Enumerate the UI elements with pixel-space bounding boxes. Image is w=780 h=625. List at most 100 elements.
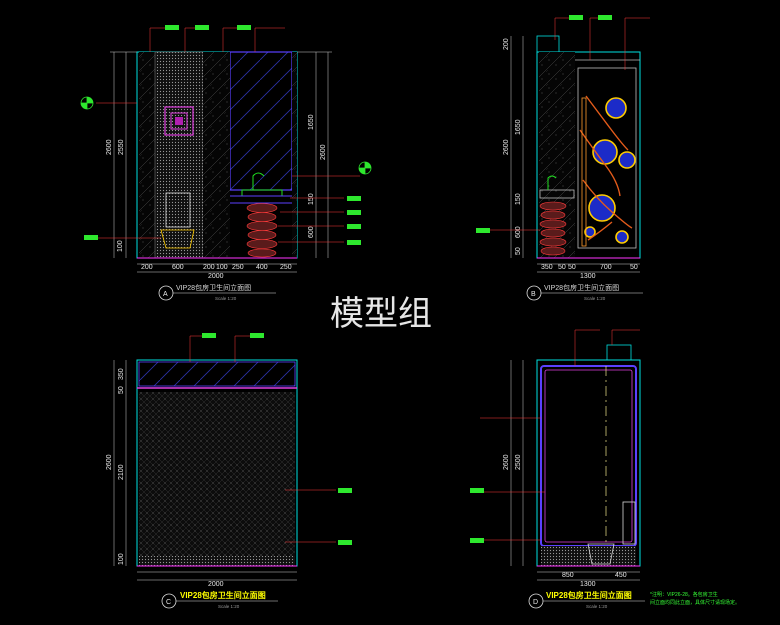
dim-a-b3: 100 <box>216 264 228 271</box>
dim-b-left-2: 1650 <box>515 119 522 135</box>
dim-b-left-5: 50 <box>515 247 522 255</box>
tag-a <box>347 196 361 201</box>
toilet <box>587 543 615 565</box>
tag-a <box>347 240 361 245</box>
dim-d-left-1: 2500 <box>515 454 522 470</box>
stone-panel-mid <box>203 52 225 258</box>
tag-b <box>598 15 612 20</box>
watermark: 模型组 <box>330 294 432 334</box>
dim-a-right-3: 2600 <box>320 144 327 160</box>
dim-b-b2: 50 <box>568 264 576 271</box>
tag-d <box>470 488 484 493</box>
dim-a-b5: 400 <box>256 264 268 271</box>
view-title-b: VIP28包房卫生间立面图 <box>544 283 619 292</box>
faucet <box>252 172 265 190</box>
skirting <box>541 546 636 566</box>
tag-c <box>338 540 352 545</box>
dim-a-b1: 600 <box>172 264 184 271</box>
door-panel <box>544 369 633 543</box>
view-title-a: VIP28包房卫生间立面图 <box>176 283 251 292</box>
tag-c <box>250 333 264 338</box>
dim-a-total: 2000 <box>208 273 224 280</box>
tag-a <box>84 235 98 240</box>
wall-outline <box>536 359 641 567</box>
pedestal-stack <box>246 203 278 258</box>
granite-wall <box>139 392 295 556</box>
dim-b-total: 1300 <box>580 273 596 280</box>
circle-mirrors <box>584 97 636 244</box>
dim-b-b4: 50 <box>630 264 638 271</box>
handle-bar <box>581 97 587 247</box>
dim-a-right-2: 600 <box>308 226 315 238</box>
callouts-b <box>478 17 650 231</box>
view-scale-c: Scale 1:20 <box>218 604 240 609</box>
toilet <box>160 229 195 249</box>
tag-a <box>195 25 209 30</box>
dim-b-left-4: 600 <box>515 226 522 238</box>
dim-a-left-1: 2550 <box>118 139 125 155</box>
stone-strip-right <box>292 52 297 258</box>
basin-side <box>539 189 575 199</box>
tag-a <box>165 25 179 30</box>
callouts-a <box>96 27 360 243</box>
general-note: *注明：VIP26-28。各包房卫生间立面均同此立面，具体尺寸请现场定。 <box>650 591 740 606</box>
dim-c-left-4: 100 <box>118 553 125 565</box>
callouts-d <box>480 329 640 541</box>
dim-c-left-1: 350 <box>118 368 125 380</box>
dim-b-b1: 50 <box>558 264 566 271</box>
view-scale-a: Scale 1:20 <box>215 296 237 301</box>
skirting <box>139 556 295 566</box>
dim-a-b6: 250 <box>280 264 292 271</box>
dim-a-right-0: 1650 <box>308 114 315 130</box>
dim-b-left-0: 200 <box>503 38 510 50</box>
mirror <box>229 51 293 191</box>
counter <box>230 195 292 204</box>
elevation-c: 2600 350 50 2100 100 2000 C VIP28包房卫生间立面… <box>106 333 352 609</box>
dimension-lines-a <box>110 51 332 273</box>
tag-b <box>569 15 583 20</box>
mirror-frame <box>577 67 637 249</box>
dim-a-b0: 200 <box>141 264 153 271</box>
view-letter-b: B <box>531 291 536 298</box>
dim-c-total: 2000 <box>208 581 224 588</box>
dim-c-left-2: 50 <box>118 386 125 394</box>
dim-a-small-0: 100 <box>117 240 124 252</box>
dim-b-b3: 700 <box>600 264 612 271</box>
tag-d <box>470 538 484 543</box>
view-scale-b: Scale 1:20 <box>584 296 606 301</box>
view-scale-d: Scale 1:20 <box>586 604 608 609</box>
dim-a-left-0: 2600 <box>106 139 113 155</box>
elevation-d: 2600 2500 850 450 1300 D VIP28包房卫生间立面图 S… <box>470 329 645 609</box>
view-letter-c: C <box>166 599 171 606</box>
elevation-b: 200 2600 1650 150 600 50 350 50 50 700 5… <box>476 15 650 301</box>
dim-b-left-3: 150 <box>515 193 522 205</box>
view-title-d: VIP28包房卫生间立面图 <box>546 590 632 600</box>
dimension-lines-c <box>113 360 297 581</box>
dim-c-left-0: 2600 <box>106 454 113 470</box>
dim-b-left-1: 2600 <box>503 139 510 155</box>
tag-b <box>476 228 490 233</box>
view-letter-d: D <box>533 599 538 606</box>
dim-d-b0: 850 <box>562 572 574 579</box>
door-frame <box>540 365 637 547</box>
level-marker-icon <box>80 96 94 110</box>
dimension-lines-b <box>510 36 640 273</box>
ceiling-box <box>606 344 632 361</box>
decor-frame-inner <box>170 112 188 130</box>
toilet-tank <box>622 501 636 545</box>
glass-band <box>138 361 296 387</box>
dim-c-left-3: 2100 <box>118 464 125 480</box>
copper-strips <box>579 95 633 241</box>
tag-a <box>237 25 251 30</box>
dim-a-b2: 200 <box>203 264 215 271</box>
dim-a-b4: 250 <box>232 264 244 271</box>
elevation-a: 2600 2550 1650 150 600 2600 100 200 600 … <box>80 25 372 301</box>
dim-d-total: 1300 <box>580 581 596 588</box>
faucet <box>547 175 557 190</box>
decor-frame <box>164 106 194 136</box>
dim-b-b0: 350 <box>541 264 553 271</box>
basin <box>241 189 283 197</box>
dim-d-b1: 450 <box>615 572 627 579</box>
toilet-tank <box>165 192 191 228</box>
